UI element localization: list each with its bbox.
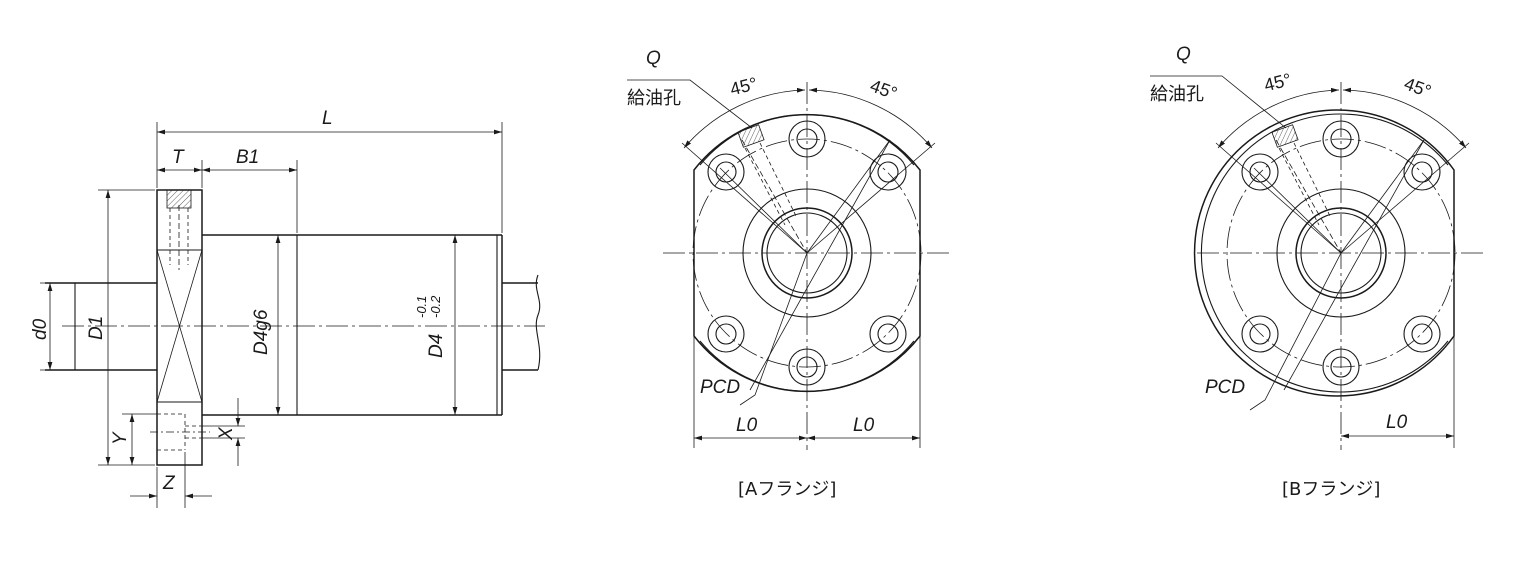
flange-a-label-L0-right: L0 (853, 415, 875, 436)
label-Z: Z (162, 473, 176, 494)
flange-b-caption: [Bフランジ] (1282, 479, 1380, 500)
flange-b-angle-arc-left (1217, 87, 1340, 149)
tolerance-upper: -0.1 (414, 296, 429, 318)
flange-b-label-Q: Q (1176, 44, 1191, 65)
flange-a-angle-2: 45° (867, 75, 899, 103)
flange-side (150, 189, 210, 466)
flange-a-label-L0-left: L0 (736, 415, 758, 436)
label-X: X (216, 426, 237, 441)
flange-a-oil-hole-label: 給油孔 (627, 88, 681, 109)
flange-b-label-PCD: PCD (1205, 377, 1245, 398)
label-Y: Y (110, 431, 131, 445)
flange-a-view: Q 給油孔 45° 45° PCD L0 L0 [Aフランジ] (627, 48, 953, 500)
flange-a-angle-1: 45° (728, 73, 759, 99)
tolerance-lower: -0.2 (428, 295, 443, 318)
shaft-right (502, 274, 541, 371)
flange-b-bolt-holes (1241, 120, 1441, 386)
flange-b-oil-hole-label: 給油孔 (1150, 84, 1204, 105)
label-D1: D1 (86, 316, 107, 340)
flange-a-label-PCD: PCD (700, 377, 740, 398)
flange-a-angle-arc-right (808, 87, 933, 149)
label-T: T (172, 147, 185, 168)
nut-body-side (202, 234, 503, 416)
flange-b-view: Q 給油孔 45° 45° PCD L0 [Bフランジ] (1150, 44, 1487, 500)
label-d0: d0 (30, 318, 51, 340)
flange-a-label-Q: Q (646, 48, 661, 69)
label-D4: D4 (426, 334, 447, 358)
flange-b-angle-arc-right (1342, 87, 1467, 149)
flange-b-angle-2: 45° (1401, 73, 1433, 101)
label-B1: B1 (236, 147, 259, 168)
label-L: L (322, 108, 333, 129)
side-view: L T B1 d0 D1 D4g6 D4 -0.1 -0.2 Y X Z (30, 108, 545, 508)
flange-a-caption: [Aフランジ] (738, 479, 836, 500)
flange-b-label-L0: L0 (1386, 412, 1408, 433)
flange-a-angle-arc-left (683, 87, 806, 149)
label-D4g6: D4g6 (251, 309, 272, 355)
flange-b-angle-1: 45° (1262, 69, 1293, 95)
